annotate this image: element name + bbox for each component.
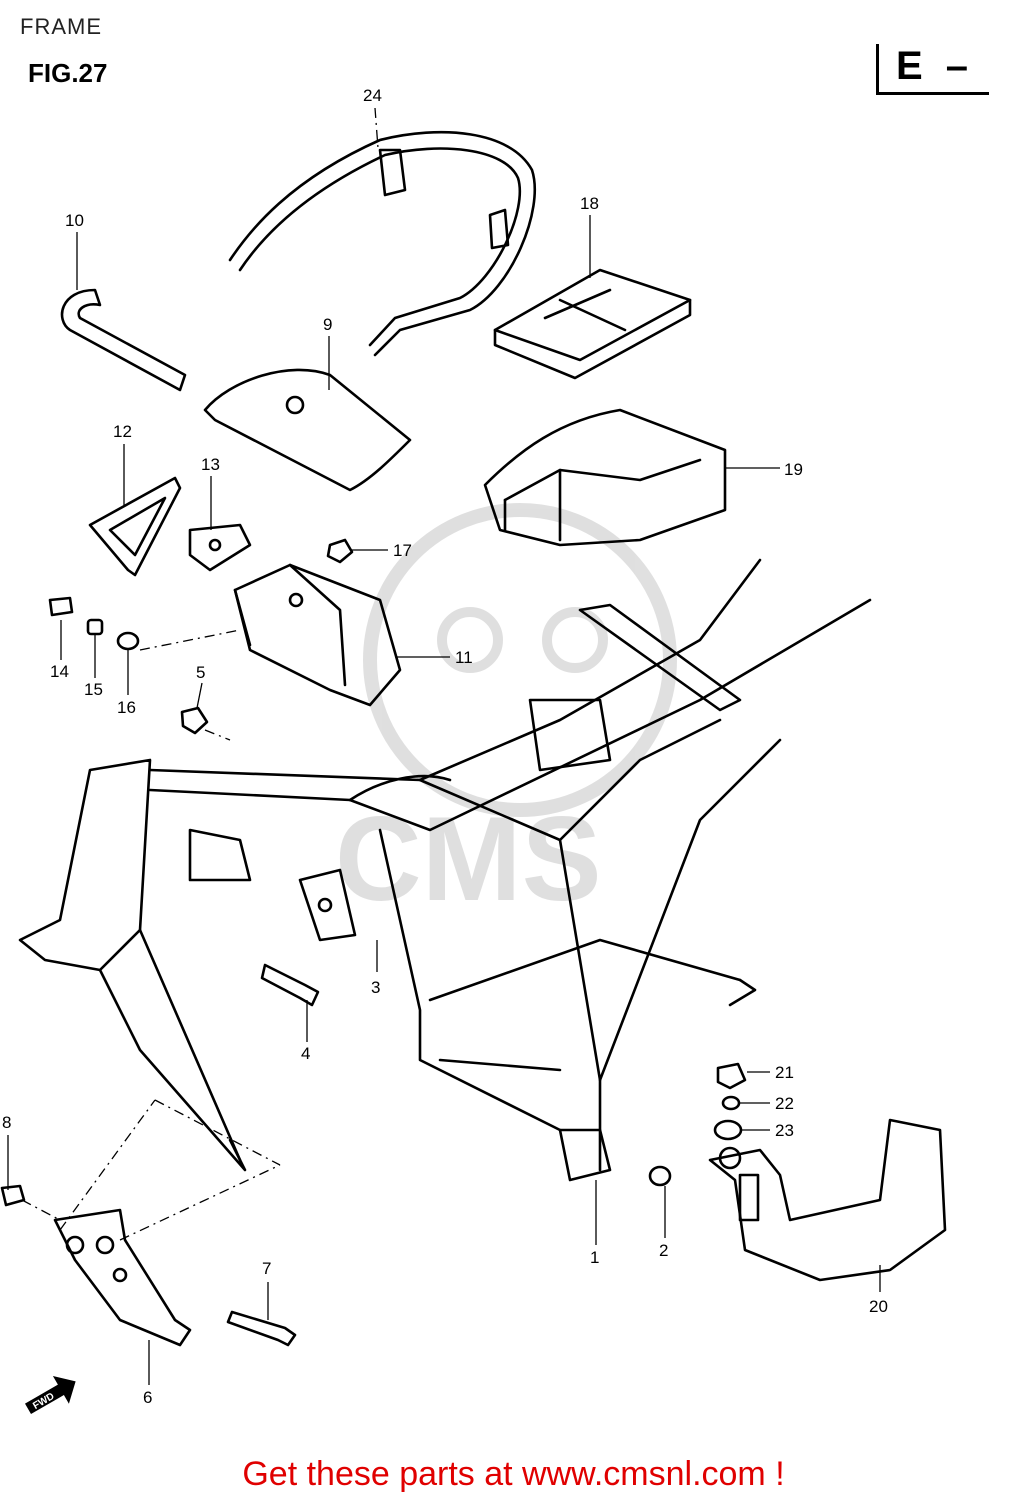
part-18-battery-pad[interactable] bbox=[493, 268, 692, 380]
callout-22: 22 bbox=[775, 1094, 794, 1113]
part-6-footrest-bracket[interactable] bbox=[53, 1208, 192, 1347]
callout-18: 18 bbox=[580, 194, 599, 213]
section-marker-frame bbox=[876, 44, 989, 95]
callout-24: 24 bbox=[363, 86, 382, 105]
callout-8: 8 bbox=[2, 1113, 11, 1132]
callout-1: 1 bbox=[590, 1248, 599, 1267]
callout-labels: 24 10 18 9 12 19 13 17 11 14 15 16 5 3 4… bbox=[2, 86, 888, 1407]
callout-7: 7 bbox=[262, 1259, 271, 1278]
callout-13: 13 bbox=[201, 455, 220, 474]
page-title: FRAME bbox=[20, 14, 102, 39]
callout-2: 2 bbox=[659, 1241, 668, 1260]
part-23-grommet[interactable] bbox=[713, 1119, 743, 1141]
section-marker: E – bbox=[896, 44, 975, 88]
part-14-bolt[interactable] bbox=[48, 596, 74, 617]
footer-link[interactable]: Get these parts at www.cmsnl.com ! bbox=[242, 1455, 785, 1493]
watermark-logo: CMS bbox=[335, 503, 677, 926]
fwd-arrow-label: FWD bbox=[31, 1391, 56, 1412]
callout-4: 4 bbox=[301, 1044, 310, 1063]
callout-19: 19 bbox=[784, 460, 803, 479]
callout-14: 14 bbox=[50, 662, 69, 681]
callout-11: 11 bbox=[455, 648, 473, 667]
part-4-bolt[interactable] bbox=[260, 963, 320, 1007]
callout-6: 6 bbox=[143, 1388, 152, 1407]
callout-23: 23 bbox=[775, 1121, 794, 1140]
part-15-collar[interactable] bbox=[86, 618, 104, 636]
callout-3: 3 bbox=[371, 978, 380, 997]
watermark-text: CMS bbox=[335, 792, 602, 926]
part-13-plate[interactable] bbox=[188, 523, 252, 572]
callout-15: 15 bbox=[84, 680, 103, 699]
callout-21: 21 bbox=[775, 1063, 794, 1082]
part-21-bolt[interactable] bbox=[716, 1062, 747, 1090]
fwd-arrow-icon: FWD bbox=[25, 1376, 76, 1415]
part-9-cover[interactable] bbox=[203, 368, 412, 492]
part-11-box[interactable] bbox=[233, 563, 402, 707]
part-10-handle-bar[interactable] bbox=[60, 288, 187, 392]
callout-9: 9 bbox=[323, 315, 332, 334]
part-19-battery-tray[interactable] bbox=[483, 408, 727, 547]
callout-12: 12 bbox=[113, 422, 132, 441]
part-8-nut[interactable] bbox=[0, 1184, 26, 1207]
callout-5: 5 bbox=[196, 663, 205, 682]
part-22-washer[interactable] bbox=[721, 1095, 741, 1111]
part-16-grommet[interactable] bbox=[116, 631, 140, 651]
callout-10: 10 bbox=[65, 211, 84, 230]
part-24-grab-rail[interactable] bbox=[228, 130, 537, 357]
figure-number: FIG.27 bbox=[28, 58, 108, 88]
part-12-side-bracket[interactable] bbox=[88, 476, 182, 577]
part-20-bracket[interactable] bbox=[708, 1118, 947, 1282]
part-5-nut[interactable] bbox=[180, 706, 209, 735]
callout-17: 17 bbox=[393, 541, 412, 560]
callout-16: 16 bbox=[117, 698, 136, 717]
callout-20: 20 bbox=[869, 1297, 888, 1316]
part-17-nut[interactable] bbox=[326, 538, 354, 564]
part-3-bracket[interactable] bbox=[298, 868, 357, 942]
leader-lines bbox=[7, 107, 881, 1385]
part-1-main-frame[interactable] bbox=[18, 558, 872, 1182]
part-2-plug[interactable] bbox=[648, 1165, 672, 1187]
part-7-bolt[interactable] bbox=[226, 1310, 297, 1347]
